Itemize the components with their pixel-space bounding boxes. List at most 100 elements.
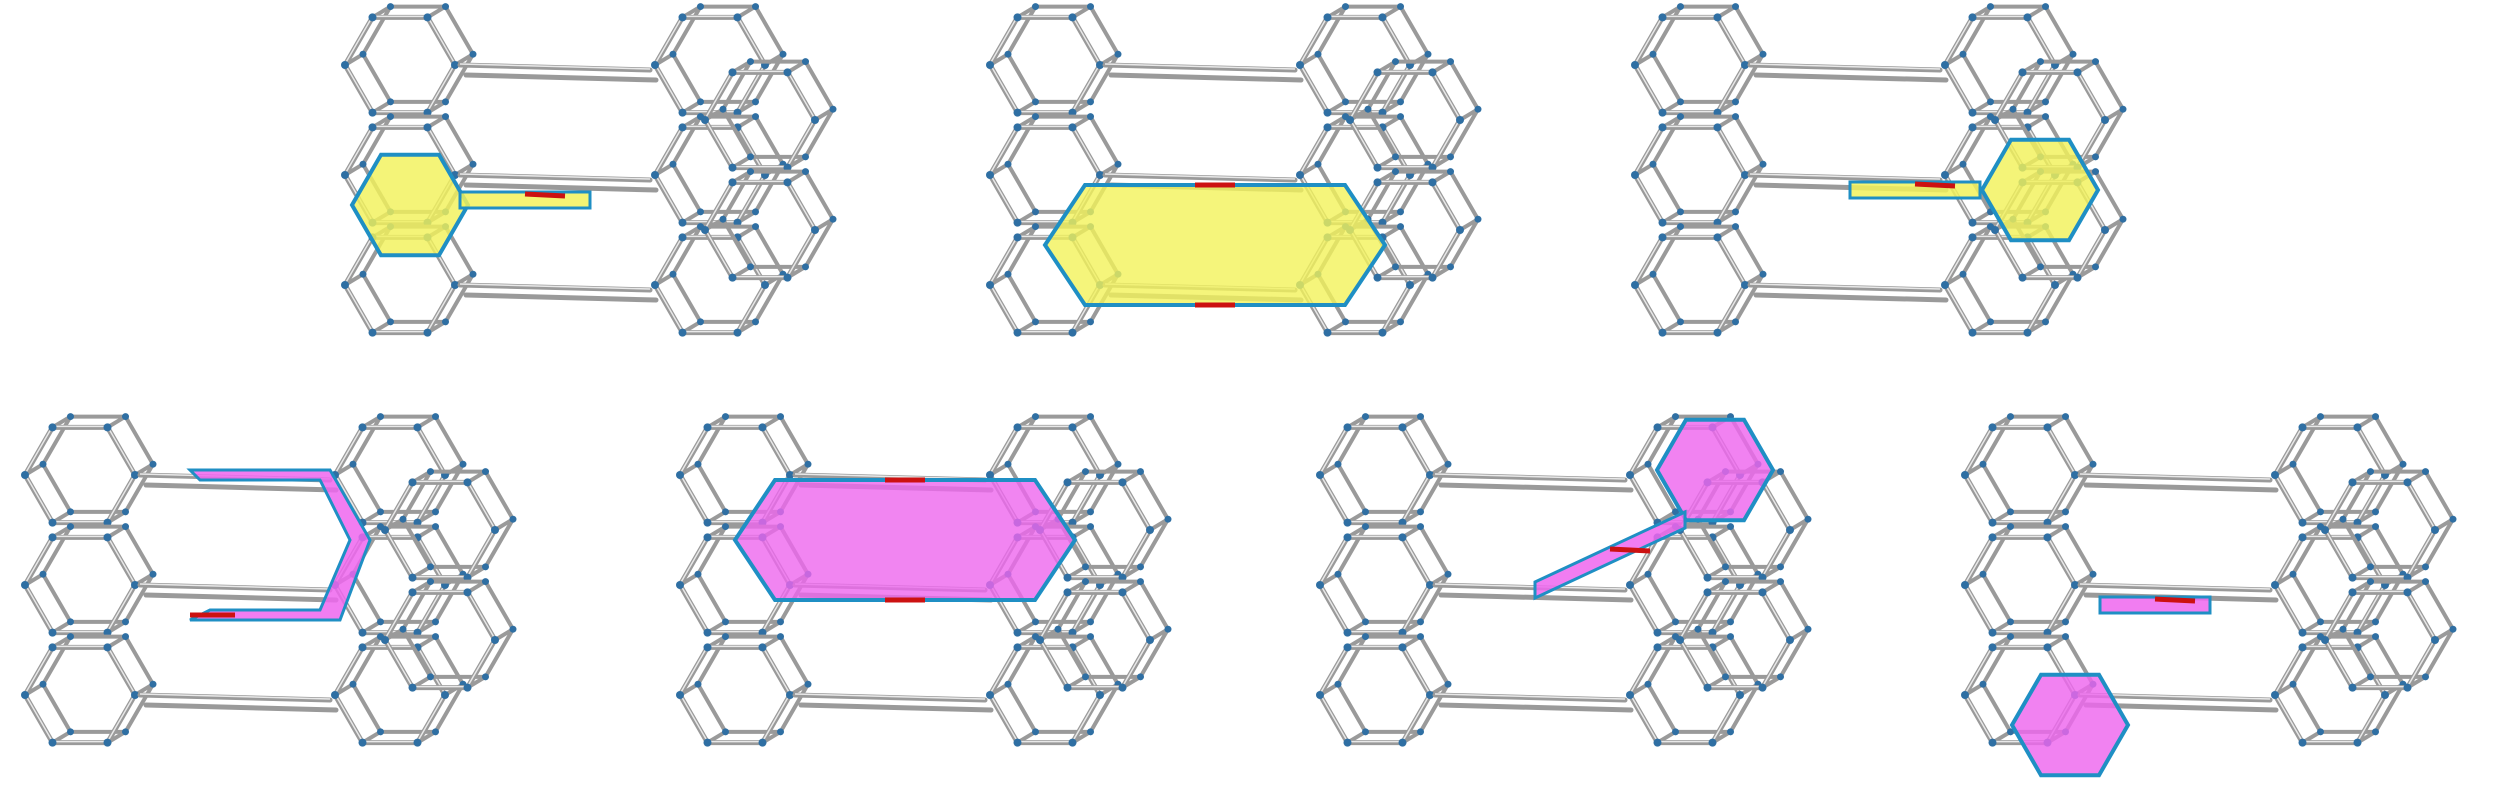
bond-highlight — [2274, 693, 2304, 743]
atom — [1428, 68, 1437, 77]
atom — [1362, 728, 1369, 736]
red-bond — [1609, 546, 1651, 554]
atom — [733, 13, 742, 22]
atom — [1672, 618, 1679, 626]
bond — [1336, 572, 1368, 624]
atom — [1708, 738, 1717, 747]
bond-highlight — [24, 693, 54, 743]
bond — [1961, 4, 1993, 57]
atom — [676, 581, 684, 589]
atom — [1988, 643, 1997, 652]
highlighted-ring — [349, 152, 471, 258]
atom — [2018, 68, 2027, 77]
atom — [678, 328, 687, 337]
atom — [1658, 218, 1667, 227]
atom — [1672, 728, 1679, 736]
bond — [1651, 4, 1683, 57]
bond-highlight — [334, 693, 364, 743]
bond — [778, 414, 810, 467]
atom — [469, 160, 477, 168]
red-bond — [2154, 596, 2196, 604]
bond — [803, 59, 835, 112]
bond-highlight — [654, 283, 684, 333]
framework-panel-bottom-2 — [676, 413, 1172, 747]
atom — [1032, 113, 1039, 121]
bond — [1398, 4, 1430, 57]
bond — [1366, 169, 1398, 222]
bond-highlight — [1434, 473, 1626, 480]
atom — [722, 523, 729, 531]
highlighted-cage — [732, 478, 1078, 602]
linker-bond — [798, 702, 994, 713]
atom — [728, 178, 737, 187]
bond — [2341, 579, 2373, 632]
atom — [2023, 13, 2032, 22]
bond-highlight — [1434, 693, 1626, 700]
atom — [701, 226, 709, 234]
atom — [103, 533, 112, 542]
atom — [2023, 328, 2032, 337]
atom — [1804, 625, 1812, 633]
bond-highlight — [384, 590, 414, 640]
atom — [678, 218, 687, 227]
atom — [39, 570, 47, 578]
atom — [2271, 581, 2279, 589]
bond — [1733, 52, 1765, 104]
bond — [41, 414, 73, 467]
bond-highlight — [139, 583, 331, 590]
atom — [358, 643, 367, 652]
atom — [358, 628, 367, 637]
atom — [1013, 108, 1022, 117]
bond — [1366, 107, 1398, 159]
atom — [747, 153, 754, 161]
bond — [483, 469, 515, 522]
bond — [1088, 682, 1120, 734]
bond-highlight — [1629, 693, 1659, 743]
bond-highlight — [459, 173, 651, 180]
atom — [786, 471, 794, 479]
bond-highlight — [2324, 590, 2354, 640]
bond — [2093, 59, 2125, 112]
bond — [351, 682, 383, 734]
bond-highlight — [1319, 535, 1349, 585]
atom — [986, 691, 994, 699]
atom — [509, 625, 517, 633]
atom — [1068, 13, 1077, 22]
atom — [2372, 618, 2379, 626]
atom — [1362, 508, 1369, 516]
atom — [442, 113, 449, 121]
atom — [1004, 460, 1012, 468]
atom — [669, 270, 677, 278]
atom — [1474, 105, 1482, 113]
atom — [1013, 643, 1022, 652]
atom — [1426, 471, 1434, 479]
atom — [1406, 281, 1414, 289]
bond-highlight — [654, 173, 684, 223]
atom — [1362, 413, 1369, 421]
atom — [67, 413, 74, 421]
atom — [2399, 460, 2407, 468]
bond — [1006, 162, 1038, 214]
bond — [753, 4, 785, 57]
atom — [482, 578, 489, 586]
atom — [1114, 160, 1122, 168]
bond — [2093, 107, 2125, 159]
bond-highlight — [1381, 15, 1411, 65]
atom — [1392, 153, 1399, 161]
atom — [1343, 533, 1352, 542]
atom — [1649, 160, 1657, 168]
atom — [2372, 728, 2379, 736]
atom — [1323, 108, 1332, 117]
atom — [1677, 318, 1684, 326]
bond-highlight — [344, 15, 374, 65]
bond — [2423, 579, 2455, 632]
bond — [351, 414, 383, 467]
atom — [1988, 518, 1997, 527]
atom — [2042, 3, 2049, 11]
bond-highlight — [1401, 583, 1431, 633]
atom — [21, 691, 29, 699]
bond — [1778, 579, 1810, 632]
bond — [1316, 52, 1348, 104]
bond — [1418, 634, 1450, 687]
